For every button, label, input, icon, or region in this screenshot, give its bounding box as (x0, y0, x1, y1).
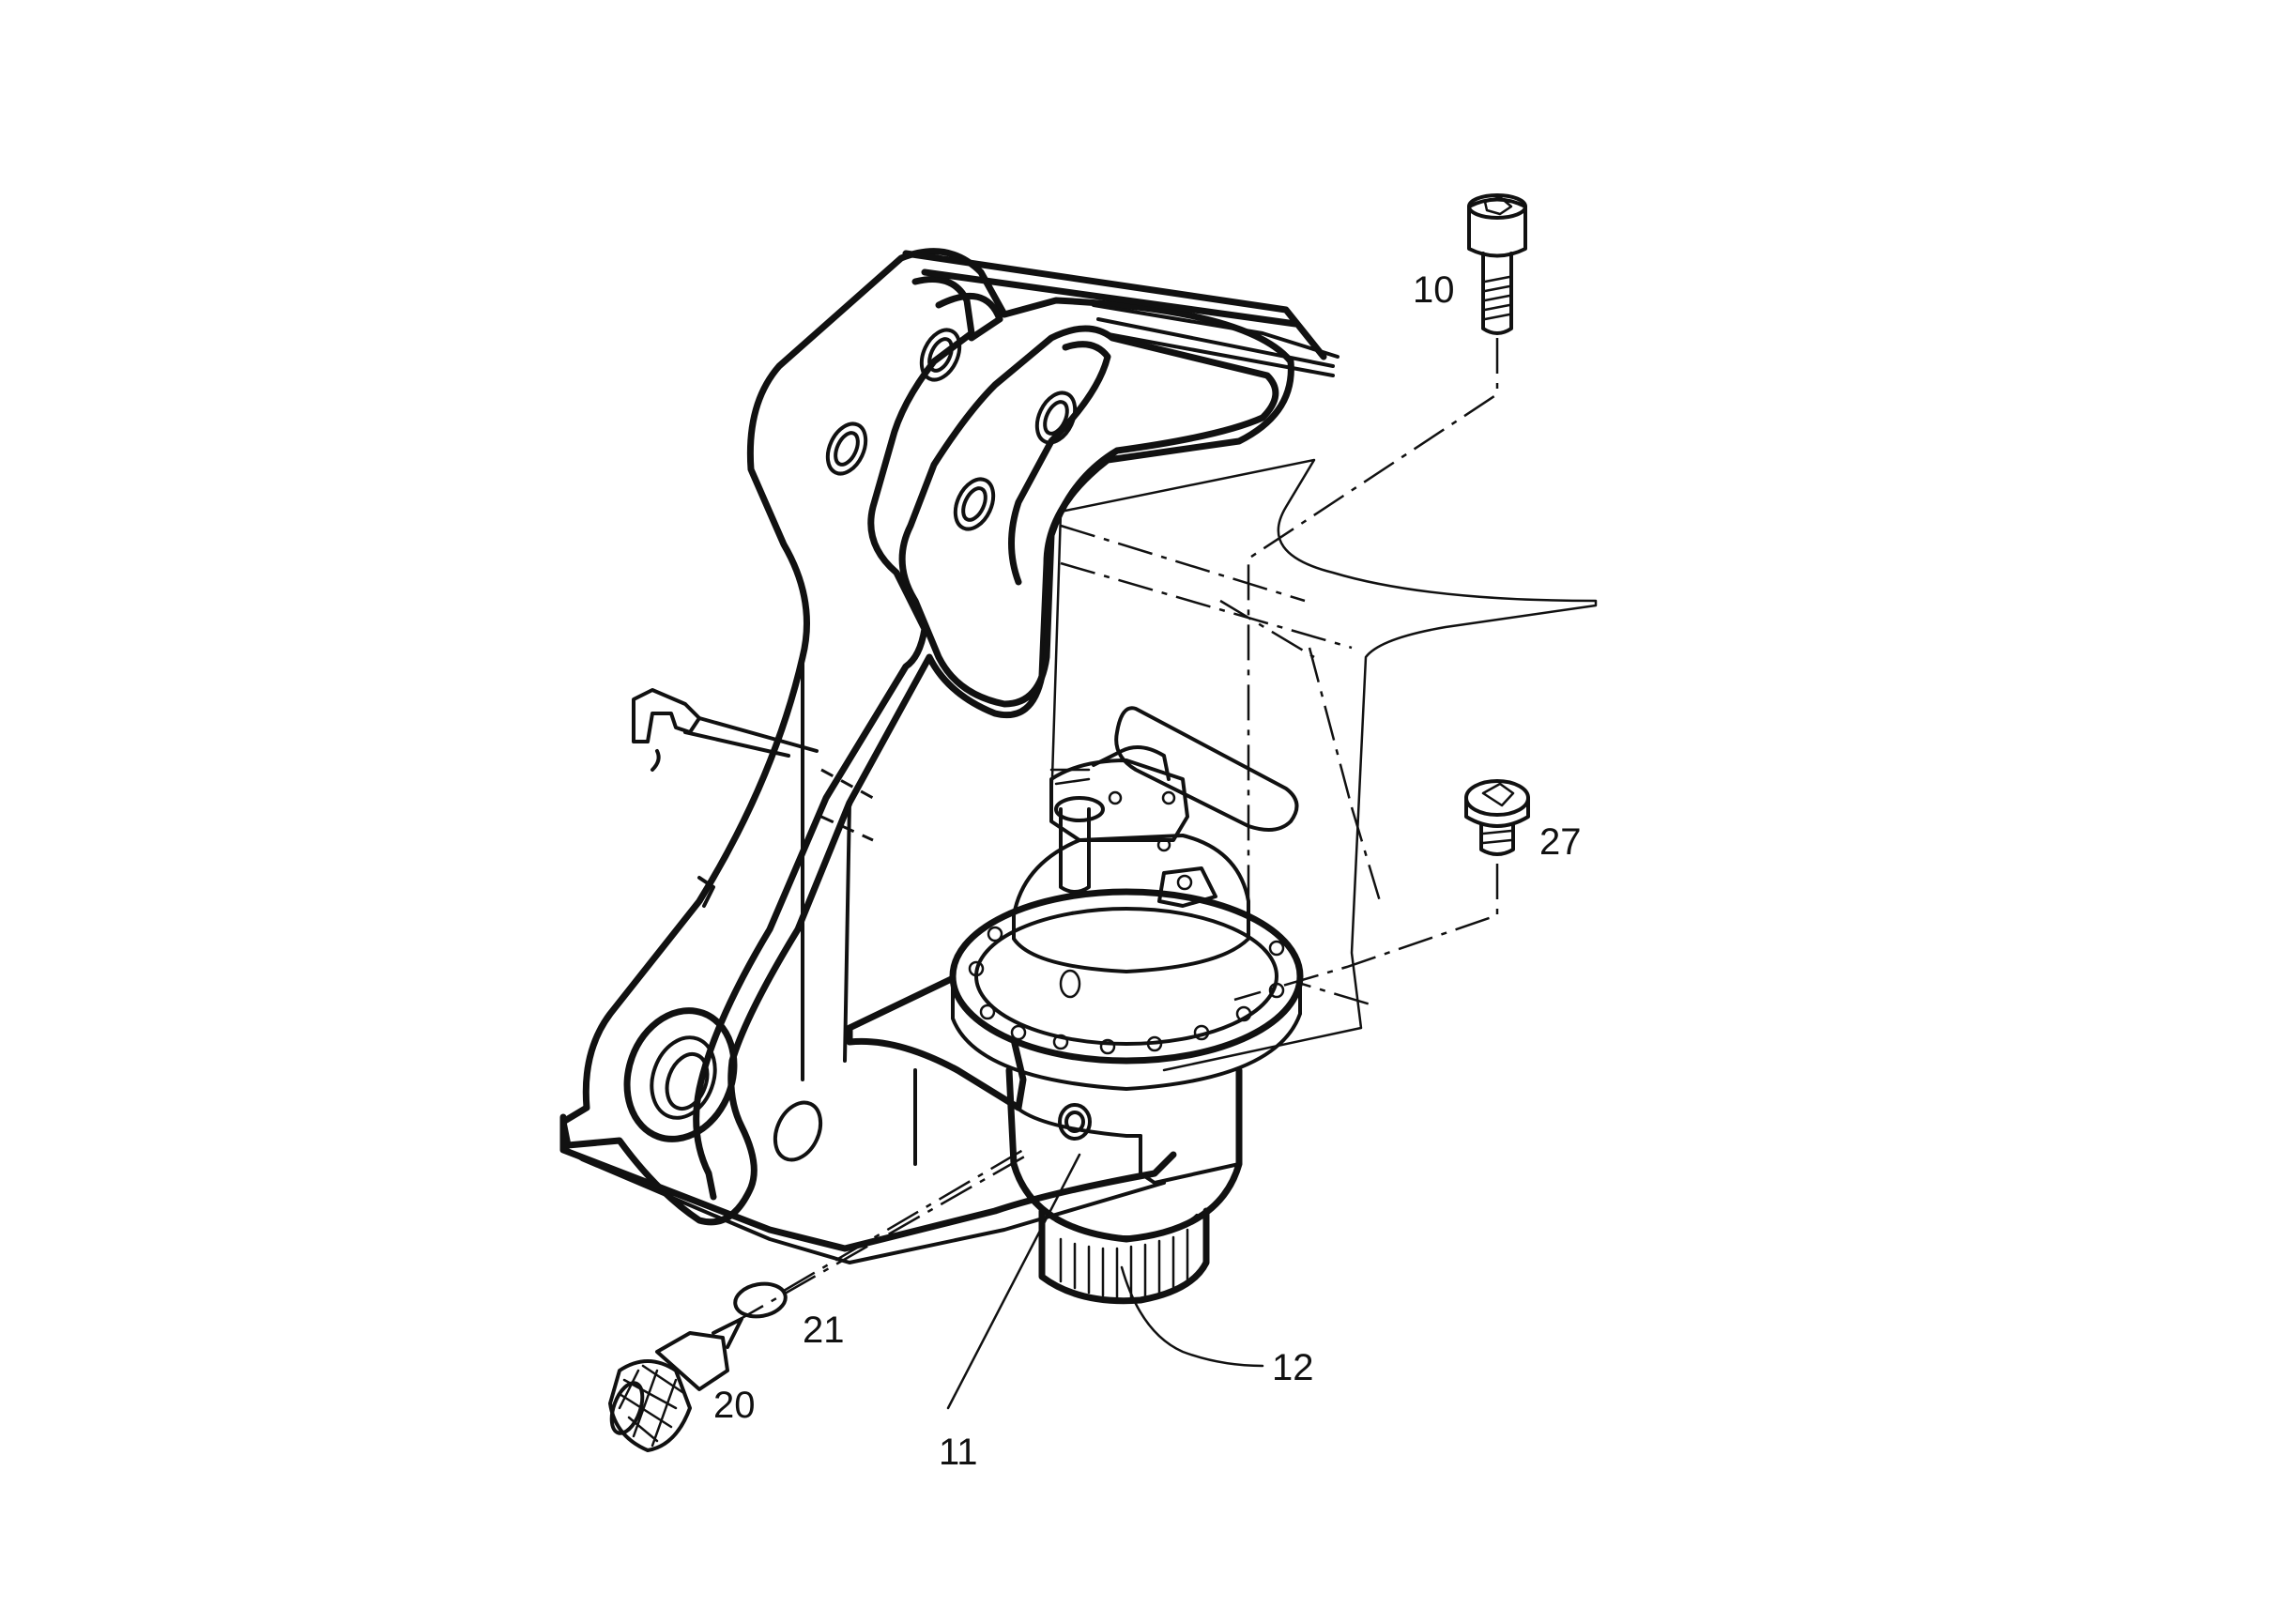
part-21-o-ring (733, 1281, 788, 1319)
callout-27: 27 (1539, 821, 1582, 863)
assembly-lines (731, 338, 1499, 1410)
part-10-bolt (1467, 193, 1527, 335)
callout-11: 11 (939, 1432, 978, 1473)
callout-21: 21 (803, 1310, 845, 1351)
chassis-frame (1049, 458, 1598, 1072)
flange-bolts (968, 926, 1285, 1055)
part-20-fitting (608, 1317, 743, 1452)
callout-12: 12 (1272, 1347, 1314, 1388)
part-27-plug (1464, 779, 1530, 856)
boom-bracket (559, 248, 1340, 1264)
pinion-teeth (1059, 1228, 1189, 1300)
callout-10: 10 (1413, 269, 1455, 311)
swing-motor-assembly (949, 745, 1304, 1305)
callout-20: 20 (713, 1385, 756, 1426)
callout-labels: 10 27 21 20 12 11 (713, 269, 1582, 1473)
